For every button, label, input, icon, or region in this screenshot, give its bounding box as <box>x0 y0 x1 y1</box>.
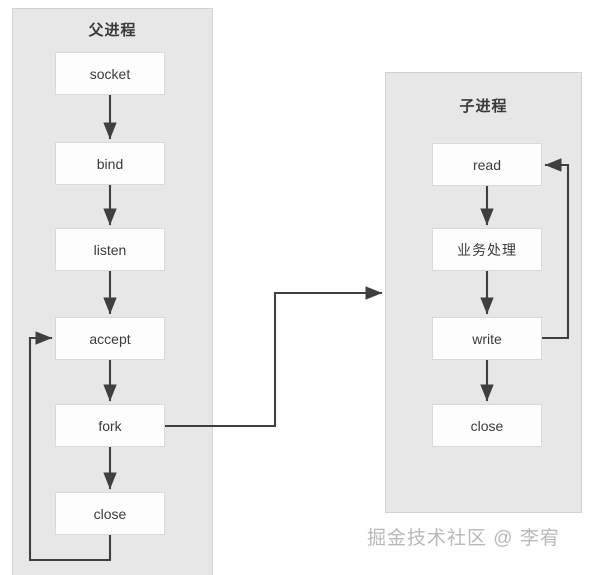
node-socket-label: socket <box>89 65 131 82</box>
node-listen[interactable]: listen <box>55 228 165 271</box>
node-pclose[interactable]: close <box>55 492 165 535</box>
node-bind[interactable]: bind <box>55 142 165 185</box>
node-fork-label: fork <box>98 417 122 434</box>
node-write-label: write <box>472 330 502 347</box>
node-fork[interactable]: fork <box>55 404 165 447</box>
node-read-label: read <box>472 156 502 173</box>
node-pclose-label: close <box>93 505 127 522</box>
node-write[interactable]: write <box>432 317 542 360</box>
node-handle-label: 业务处理 <box>457 241 517 258</box>
watermark-text: 掘金技术社区 @ 李宥 <box>367 528 560 549</box>
node-handle[interactable]: 业务处理 <box>432 228 542 271</box>
node-cclose-label: close <box>470 417 504 434</box>
node-socket[interactable]: socket <box>55 52 165 95</box>
node-cclose[interactable]: close <box>432 404 542 447</box>
panel-parent-process-title: 父进程 <box>88 22 137 39</box>
panel-child-process-title: 子进程 <box>459 98 508 115</box>
node-listen-label: listen <box>93 241 127 258</box>
node-read[interactable]: read <box>432 143 542 186</box>
node-accept[interactable]: accept <box>55 317 165 360</box>
node-bind-label: bind <box>96 155 124 172</box>
node-accept-label: accept <box>89 330 131 347</box>
